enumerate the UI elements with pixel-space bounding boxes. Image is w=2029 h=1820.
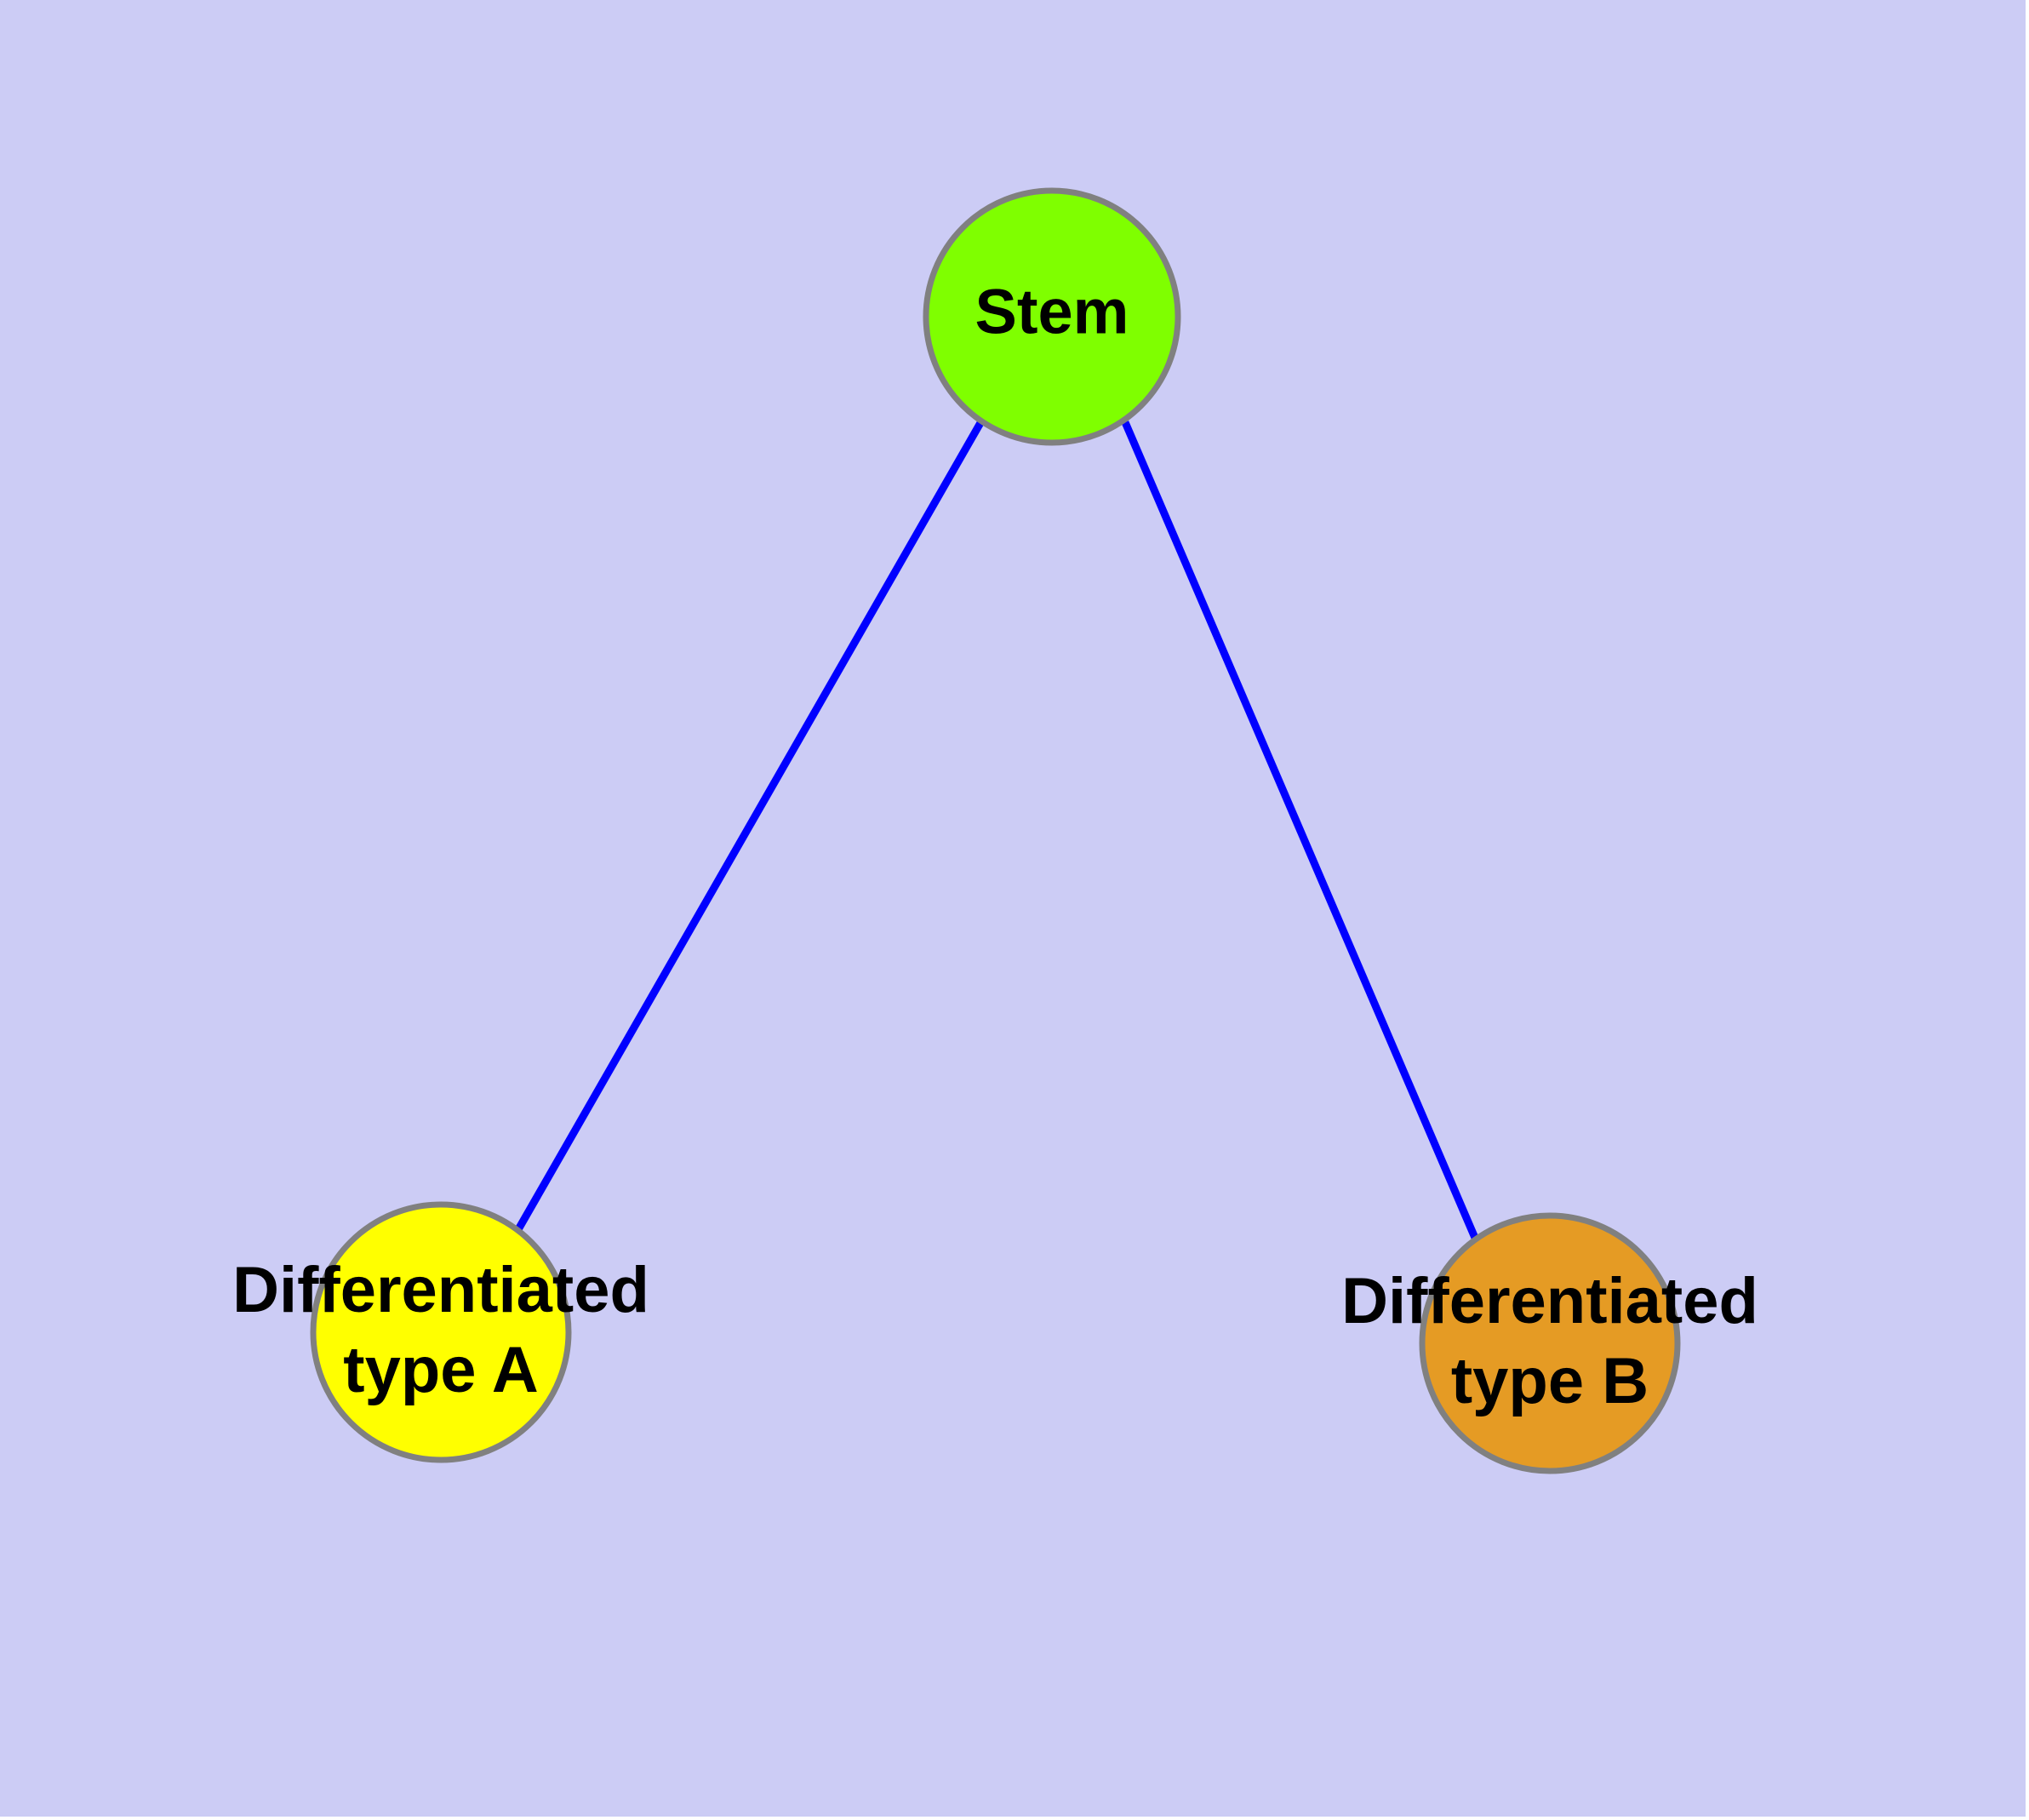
edges-group <box>514 419 1479 1239</box>
node-label-differentiated-type-a-line1: Differentiated <box>232 1254 649 1326</box>
node-circle-differentiated-type-b[interactable] <box>1419 1212 1681 1474</box>
node-circle-stem[interactable] <box>923 187 1181 446</box>
nodes-group: Stem Differentiated type A Differentiate… <box>232 187 1758 1474</box>
node-label-differentiated-type-b-line2: type B <box>1451 1345 1649 1417</box>
edge-stem-to-differentiated-type-a <box>514 419 985 1233</box>
node-differentiated-type-b[interactable]: Differentiated type B <box>1341 1212 1758 1474</box>
node-circle-differentiated-type-a[interactable] <box>310 1201 572 1463</box>
edge-stem-to-differentiated-type-b <box>1121 421 1479 1239</box>
node-differentiated-type-a[interactable]: Differentiated type A <box>232 1201 649 1463</box>
node-label-differentiated-type-a-line2: type A <box>343 1334 538 1406</box>
node-stem[interactable]: Stem <box>923 187 1181 446</box>
node-label-stem: Stem <box>975 277 1129 347</box>
node-label-differentiated-type-b-line1: Differentiated <box>1341 1265 1758 1337</box>
